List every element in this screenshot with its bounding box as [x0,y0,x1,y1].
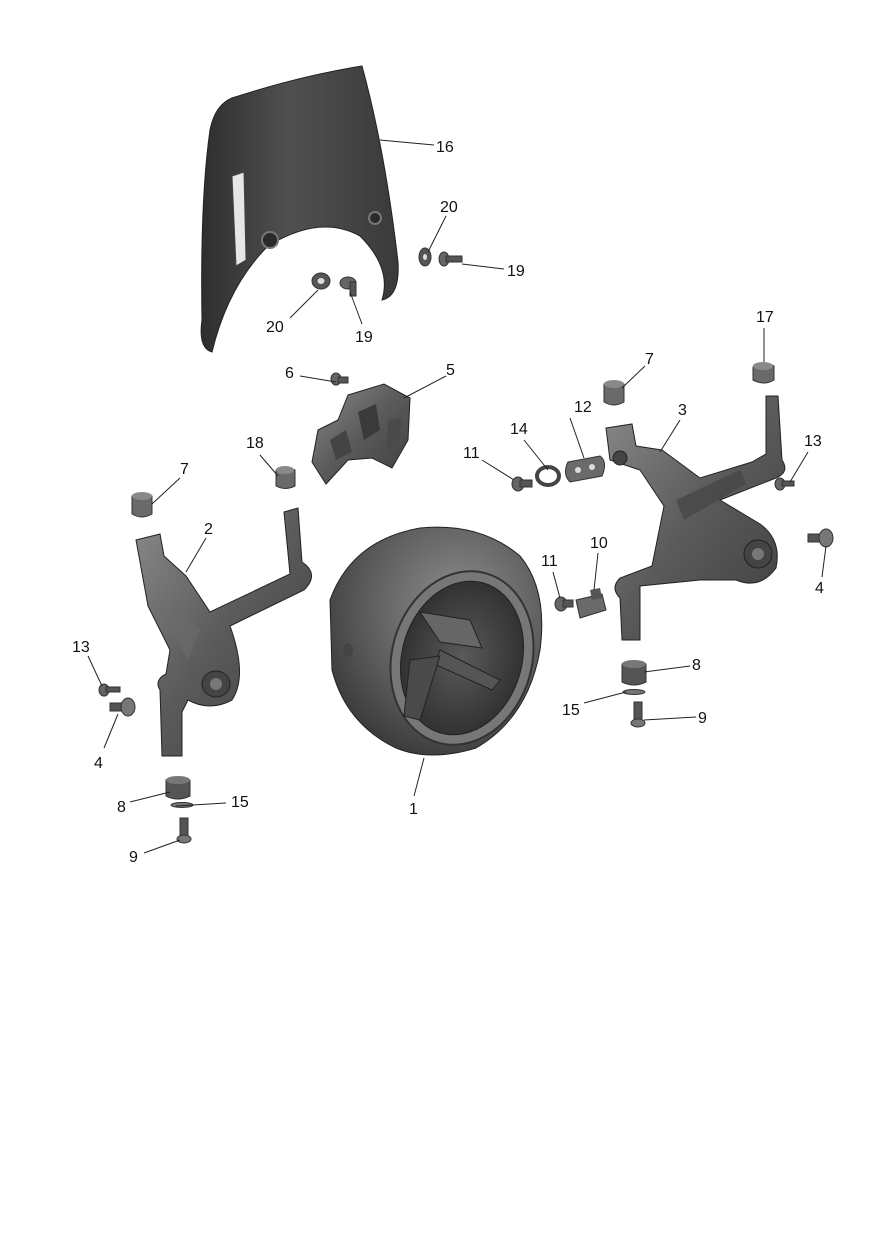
bolt-part [339,276,357,297]
washer-part [622,689,646,695]
leader-line [151,477,181,505]
callout-label: 20 [266,319,284,336]
callout-label: 4 [815,580,824,597]
leader-line [175,802,227,807]
callout-label: 7 [180,461,189,478]
flyscreen-part [200,65,399,353]
leader-line [143,839,181,854]
leader-line [379,139,435,146]
leader-line [643,716,697,721]
leader-line [821,545,827,578]
callout-label: 3 [678,402,687,419]
leader-line [413,757,425,797]
left-bracket-part [135,507,312,757]
bolt-part [330,372,349,386]
callout-label: 4 [94,755,103,772]
bolt-part [176,817,192,844]
callout-label: 19 [355,329,373,346]
bolt-part [98,683,121,697]
grommet-part [165,776,191,800]
callout-labels: 16 20 19 20 19 17 7 6 5 12 3 14 13 11 18… [72,139,824,866]
leader-line [583,691,627,704]
leader-line [185,537,207,573]
leader-line [403,375,447,399]
washer-part [311,272,331,290]
leader-line [593,552,599,591]
leader-line [129,791,171,803]
callout-label: 18 [246,435,264,452]
leader-line [103,713,119,749]
callout-label: 8 [692,657,701,674]
callout-label: 9 [129,849,138,866]
clip-part [535,465,561,487]
callout-label: 11 [541,553,558,570]
leader-line [299,375,337,383]
leader-line [569,417,585,459]
leader-line [461,263,505,270]
cap-part [752,362,775,384]
leader-line [523,439,549,471]
callout-label: 20 [440,199,458,216]
leader-line [659,419,681,453]
leader-line [349,291,363,325]
callout-label: 12 [574,399,592,416]
plate-part [564,455,606,483]
leader-line [481,459,515,481]
callout-label: 8 [117,799,126,816]
bolt-part [630,701,646,728]
callout-label: 14 [510,421,528,438]
headlight-unit-part [329,526,543,756]
callout-label: 9 [698,710,707,727]
bolt-part [438,251,463,267]
grommet-part [621,660,647,686]
bolt-part [109,697,136,717]
leader-line [289,289,319,319]
callout-label: 17 [756,309,774,326]
callout-label: 16 [436,139,454,156]
bolt-part [554,596,574,612]
callout-label: 15 [562,702,580,719]
callout-label: 6 [285,365,294,382]
callout-label: 2 [204,521,213,538]
callout-label: 5 [446,362,455,379]
washer-part [418,247,432,267]
right-bracket-part [605,395,786,641]
cap-part [603,380,625,406]
callout-label: 1 [409,801,418,818]
leader-line [789,451,809,483]
leader-line [87,655,103,687]
leader-line [621,365,646,389]
cap-part [131,492,153,518]
leader-line [643,665,691,673]
callout-label: 13 [804,433,822,450]
callout-label: 10 [590,535,608,552]
bolt-part [774,477,795,491]
leader-line [552,571,561,599]
leader-line [427,215,447,253]
leader-lines [87,139,827,854]
bolt-part [807,528,834,548]
callout-label: 13 [72,639,90,656]
callout-label: 7 [645,351,654,368]
bracket-clip-part [575,588,607,619]
callout-label: 19 [507,263,525,280]
bolt-part [511,476,533,492]
leader-line [259,454,279,477]
cap-part [275,466,296,489]
callout-label: 15 [231,794,249,811]
callout-label: 11 [463,445,480,462]
mounting-bracket-part [311,383,411,485]
